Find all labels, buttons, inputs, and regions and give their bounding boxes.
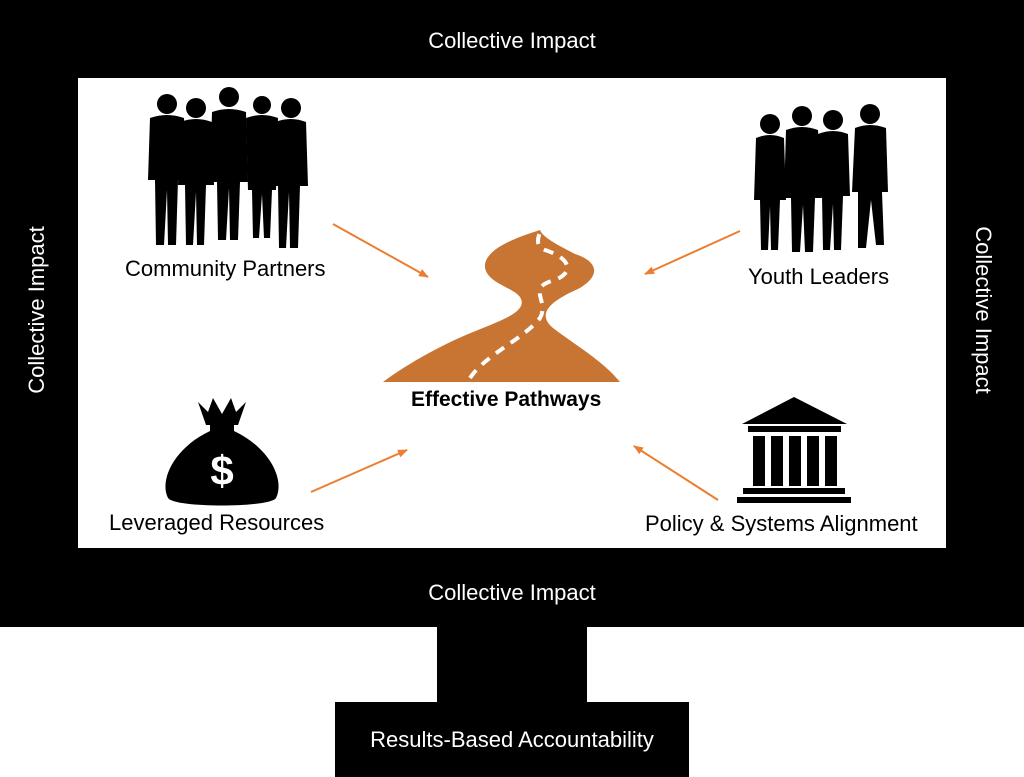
frame-label-bottom: Collective Impact [428, 580, 596, 605]
base-label: Results-Based Accountability [370, 726, 654, 752]
business-people-icon [148, 87, 308, 248]
svg-text:$: $ [210, 447, 233, 494]
connector-stem [437, 627, 587, 702]
government-building-icon [737, 397, 851, 503]
node-label-leveraged-resources: Leveraged Resources [109, 510, 325, 535]
center-label-effective-pathways: Effective Pathways [411, 388, 602, 411]
node-label-community-partners: Community Partners [125, 256, 326, 281]
results-accountability-base: Results-Based Accountability [335, 702, 689, 777]
arrow-policy-alignment [633, 445, 719, 501]
arrow-leveraged-resources [310, 449, 408, 493]
money-bag-icon: $ [165, 398, 279, 506]
frame-label-top: Collective Impact [428, 28, 596, 53]
connector-arrows [310, 223, 741, 501]
node-label-policy-alignment: Policy & Systems Alignment [645, 511, 918, 536]
arrow-community-partners [332, 223, 429, 278]
arrow-youth-leaders [644, 230, 741, 275]
node-label-youth-leaders: Youth Leaders [748, 264, 890, 289]
road-icon [383, 230, 620, 382]
youth-group-icon [754, 104, 888, 252]
